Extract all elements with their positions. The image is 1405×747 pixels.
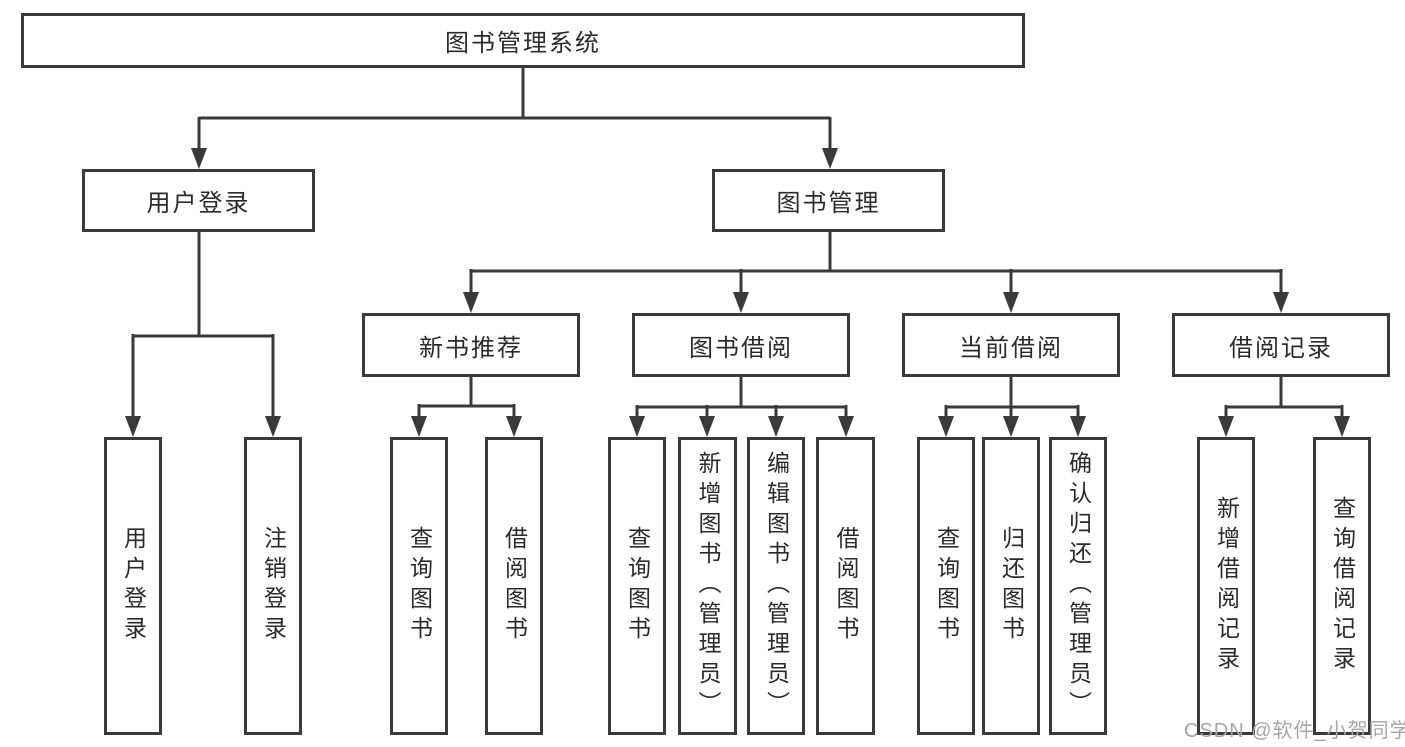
arrowhead	[768, 416, 784, 437]
leaf-current-query-book-label: 查询图书	[933, 526, 960, 646]
node-book-borrow: 图书借阅	[632, 313, 850, 377]
leaf-borrow-book: 借阅图书	[816, 437, 875, 735]
node-book-management-label: 图书管理	[776, 190, 881, 217]
leaf-edit-book-admin: 编辑图书（管理员）	[747, 437, 805, 735]
leaf-return-book-label: 归还图书	[998, 526, 1025, 646]
arrowhead	[1334, 416, 1350, 437]
arrowhead	[463, 292, 479, 313]
node-new-book-recommend: 新书推荐	[362, 313, 580, 377]
node-new-book-recommend-label: 新书推荐	[419, 334, 523, 362]
arrowhead	[822, 148, 838, 169]
leaf-borrow-book-label: 借阅图书	[833, 526, 859, 646]
node-borrow-record-label: 借阅记录	[1229, 334, 1333, 362]
leaf-user-login: 用户登录	[104, 437, 162, 735]
leaf-newbook-borrow-book: 借阅图书	[485, 437, 543, 735]
node-book-management: 图书管理	[712, 169, 945, 232]
arrowhead	[938, 416, 954, 437]
node-current-borrow: 当前借阅	[902, 313, 1120, 377]
arrowhead	[125, 416, 141, 437]
arrowhead	[506, 416, 522, 437]
node-user-login-label: 用户登录	[146, 190, 251, 217]
leaf-borrow-query-book: 查询图书	[608, 437, 666, 735]
leaf-borrow-query-book-label: 查询图书	[624, 526, 651, 646]
arrowhead	[1218, 416, 1234, 437]
node-borrow-record: 借阅记录	[1172, 313, 1390, 377]
arrowhead	[699, 416, 715, 437]
arrowhead	[1273, 292, 1289, 313]
leaf-add-borrow-record-label: 新增借阅记录	[1213, 496, 1240, 676]
node-user-login: 用户登录	[82, 169, 315, 232]
leaf-query-borrow-record-label: 查询借阅记录	[1329, 496, 1356, 676]
leaf-add-book-admin: 新增图书（管理员）	[678, 437, 737, 735]
arrowhead	[629, 416, 645, 437]
leaf-newbook-query-book-label: 查询图书	[406, 526, 433, 646]
arrowhead	[733, 292, 749, 313]
leaf-confirm-return-admin-label: 确认归还（管理员）	[1065, 451, 1092, 721]
node-root-label: 图书管理系统	[445, 30, 601, 57]
arrowhead	[265, 416, 281, 437]
leaf-logout: 注销登录	[244, 437, 302, 735]
arrowhead	[191, 148, 207, 169]
leaf-add-book-admin-label: 新增图书（管理员）	[695, 451, 721, 721]
arrowhead	[411, 416, 427, 437]
arrowhead	[1003, 292, 1019, 313]
leaf-return-book: 归还图书	[982, 437, 1040, 735]
arrowhead	[838, 416, 854, 437]
leaf-newbook-borrow-book-label: 借阅图书	[501, 526, 528, 646]
leaf-edit-book-admin-label: 编辑图书（管理员）	[763, 451, 790, 721]
node-book-borrow-label: 图书借阅	[689, 334, 793, 362]
arrowheads	[125, 148, 1350, 437]
leaf-logout-label: 注销登录	[260, 526, 287, 646]
node-current-borrow-label: 当前借阅	[959, 334, 1063, 362]
leaf-user-login-label: 用户登录	[120, 526, 147, 646]
leaf-query-borrow-record: 查询借阅记录	[1313, 437, 1371, 735]
leaf-newbook-query-book: 查询图书	[390, 437, 448, 735]
leaf-confirm-return-admin: 确认归还（管理员）	[1049, 437, 1107, 735]
leaf-current-query-book: 查询图书	[917, 437, 975, 735]
arrowhead	[1003, 416, 1019, 437]
arrowhead	[1070, 416, 1086, 437]
leaf-add-borrow-record: 新增借阅记录	[1197, 437, 1255, 735]
csdn-watermark: CSDN @软件_小贺同学	[1184, 720, 1405, 742]
node-root-system: 图书管理系统	[21, 13, 1025, 68]
